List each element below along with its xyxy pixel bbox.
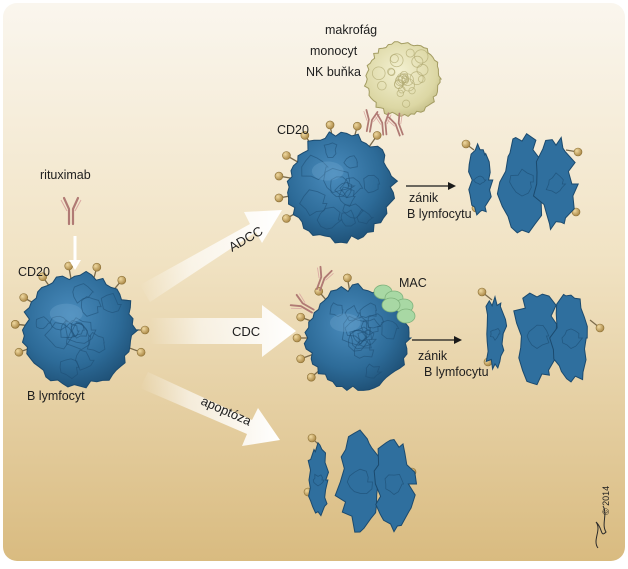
arrow-cdc: CDC	[150, 305, 296, 357]
antibody-cdc-2	[289, 293, 315, 314]
label-monocyt: monocyt	[310, 44, 358, 58]
arrow-rituximab-binding	[69, 236, 81, 270]
label-cdc: CDC	[232, 324, 260, 339]
mac-complex	[373, 284, 416, 324]
label-cd20-left: CD20	[18, 265, 50, 279]
label-rituximab: rituximab	[40, 168, 91, 182]
arrow-to-death-1	[406, 182, 456, 190]
artist-signature	[595, 505, 607, 549]
label-cd20-top: CD20	[277, 123, 309, 137]
label-nk: NK buňka	[306, 65, 361, 79]
label-blymfocytu-2: B lymfocytu	[424, 365, 489, 379]
label-makrofag: makrofág	[325, 23, 377, 37]
antibody-rituximab	[60, 196, 82, 226]
label-zanik-2: zánik	[418, 349, 448, 363]
label-blymfocytu-1: B lymfocytu	[407, 207, 472, 221]
b-cell-rituximab	[10, 261, 150, 389]
arrow-to-death-2	[412, 336, 462, 344]
label-b-lymfocyt: B lymfocyt	[27, 389, 85, 403]
antibody-adcc-2	[374, 112, 392, 136]
b-cell-adcc	[274, 120, 399, 244]
effector-cell	[363, 41, 443, 118]
b-cell-fragments-apoptosis	[303, 429, 418, 533]
antibody-adcc-3	[386, 112, 404, 137]
label-copyright: © 2014	[601, 486, 611, 515]
antibody-cdc-1	[315, 265, 334, 292]
b-cell-fragments-cdc	[477, 287, 605, 386]
label-zanik-1: zánik	[409, 191, 439, 205]
label-mac: MAC	[399, 276, 427, 290]
b-cell-fragments-adcc	[461, 132, 583, 234]
